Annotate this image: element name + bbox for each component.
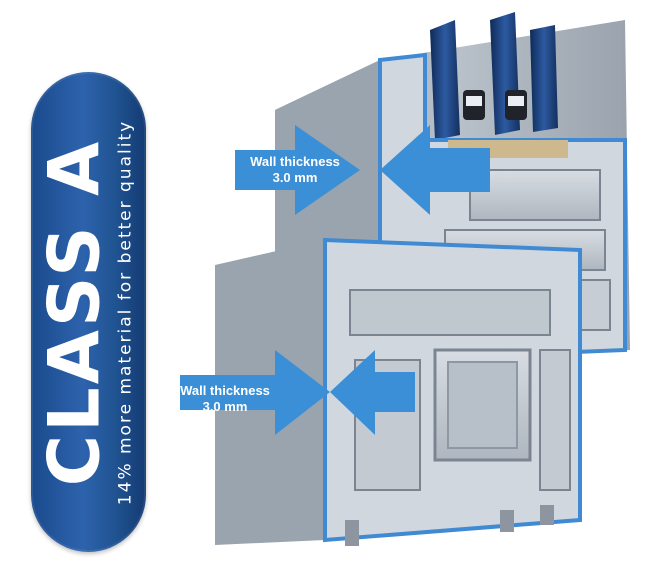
callout-label: Wall thickness xyxy=(250,154,340,169)
wall-thickness-callout-upper: Wall thickness 3.0 mm xyxy=(234,154,356,186)
callout-value: 3.0 mm xyxy=(272,170,318,185)
arrow-right-lower xyxy=(180,350,330,435)
badge-subtitle: 14% more material for better quality xyxy=(115,119,136,506)
arrow-left-upper xyxy=(380,125,490,215)
badge-title: CLASS A xyxy=(33,138,116,487)
wall-thickness-callout-lower: Wall thickness 3.0 mm xyxy=(160,383,290,415)
callout-value: 3.0 mm xyxy=(202,399,248,414)
arrow-right-upper xyxy=(235,125,360,215)
callout-label: Wall thickness xyxy=(180,383,270,398)
class-a-badge: CLASS A 14% more material for better qua… xyxy=(31,72,146,552)
window-profile-illustration xyxy=(180,12,630,546)
badge-text-group: CLASS A 14% more material for better qua… xyxy=(31,78,146,548)
arrow-left-lower xyxy=(330,350,415,435)
